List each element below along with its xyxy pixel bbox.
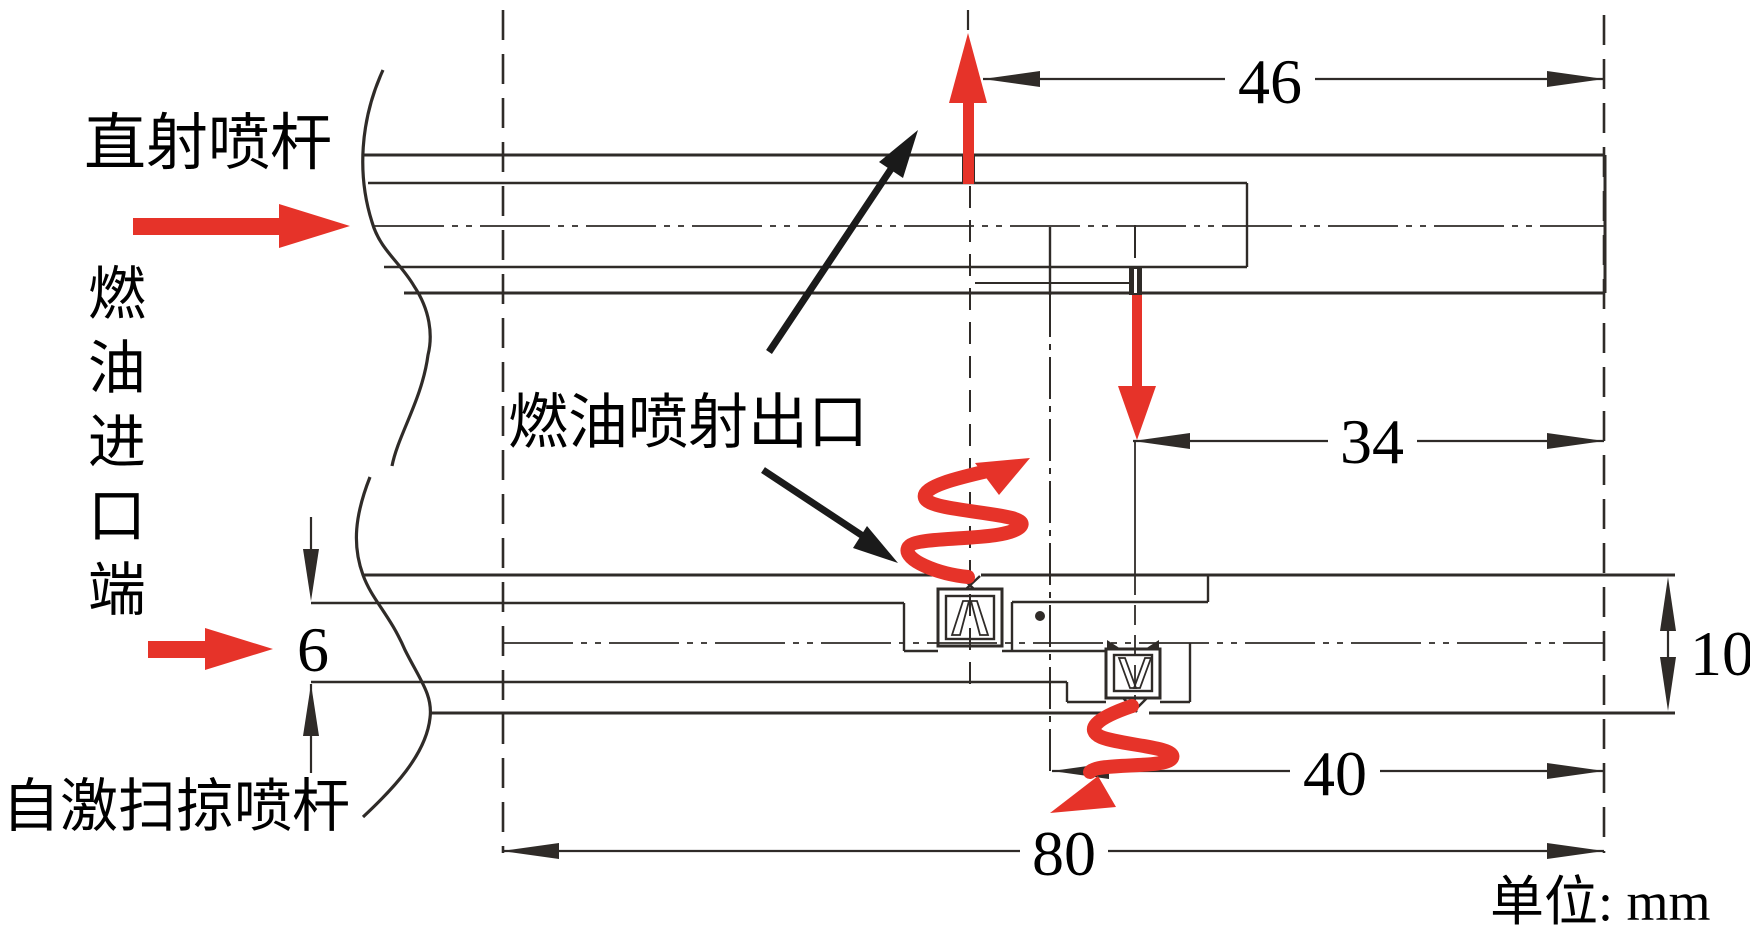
dim-value-80: 80	[1032, 818, 1096, 889]
label-sweeping-spray-bar: 自激扫掠喷杆	[2, 774, 351, 839]
dim-46	[983, 71, 1604, 87]
dim-value-46: 46	[1238, 46, 1302, 117]
dim-6	[303, 517, 319, 773]
dim-value-6: 6	[297, 614, 329, 685]
dim-value-34: 34	[1340, 406, 1404, 477]
leader-arrows	[761, 130, 918, 563]
label-direct-spray-bar: 直射喷杆	[84, 110, 333, 178]
direct-spray-bar-outline	[361, 69, 1607, 467]
fuel-inlet-arrow-top	[133, 204, 350, 248]
leader-to-injector	[761, 467, 898, 563]
jet-arrow-up	[949, 33, 987, 184]
fluidic-injector-up	[936, 572, 1004, 648]
jet-arrow-down	[1118, 295, 1156, 440]
label-fuel-inlet-end: 燃油进口端	[78, 263, 144, 633]
top-bar-break-curve	[361, 69, 432, 467]
dim-10	[1660, 577, 1676, 711]
lower-bar-break-curve	[354, 476, 433, 819]
leader-to-top-nozzle	[766, 130, 918, 354]
label-unit-note: 单位: mm	[1490, 872, 1711, 932]
dim-value-10: 10	[1690, 618, 1750, 689]
sweeping-spray-down	[1050, 699, 1180, 813]
dim-34	[1133, 433, 1604, 449]
fluidic-injector-down	[1104, 640, 1162, 716]
dim-value-40: 40	[1303, 738, 1367, 809]
label-fuel-injection-outlet: 燃油喷射出口	[508, 390, 868, 456]
sweeping-spray-up	[900, 458, 1030, 584]
dim-80	[502, 843, 1604, 859]
fuel-flow-graphics	[133, 33, 1180, 813]
top-bar-nozzle-down	[1129, 267, 1142, 295]
fastener-dot	[1035, 611, 1045, 621]
sweeping-spray-bar-outline	[311, 476, 1675, 819]
fuel-inlet-arrow-bottom	[148, 628, 273, 670]
